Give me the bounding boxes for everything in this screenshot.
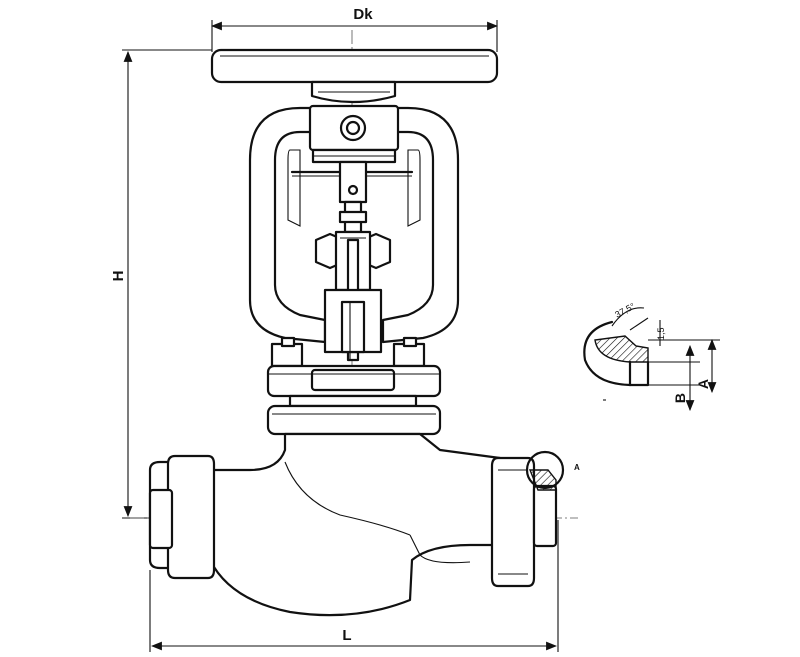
dim-l: L bbox=[149, 520, 559, 652]
detail-land-label: 1,5 bbox=[656, 327, 666, 340]
detail-angle-label: 37,5° bbox=[613, 301, 637, 320]
detail-a-marker-label: A bbox=[574, 463, 580, 472]
dim-dk: Dk bbox=[210, 6, 499, 52]
dim-l-label: L bbox=[342, 627, 351, 644]
weld-detail: 37,5° 1,5 B A bbox=[583, 301, 720, 412]
bonnet-bolting bbox=[266, 336, 442, 436]
dim-h-label: H bbox=[110, 271, 127, 282]
detail-b-label: B bbox=[672, 393, 688, 403]
stem-assembly bbox=[290, 160, 414, 362]
valve-body: A bbox=[148, 432, 580, 617]
handwheel bbox=[210, 48, 499, 104]
dim-dk-label: Dk bbox=[353, 6, 373, 23]
detail-a-label: A bbox=[695, 379, 711, 389]
dim-h: H bbox=[110, 49, 212, 519]
